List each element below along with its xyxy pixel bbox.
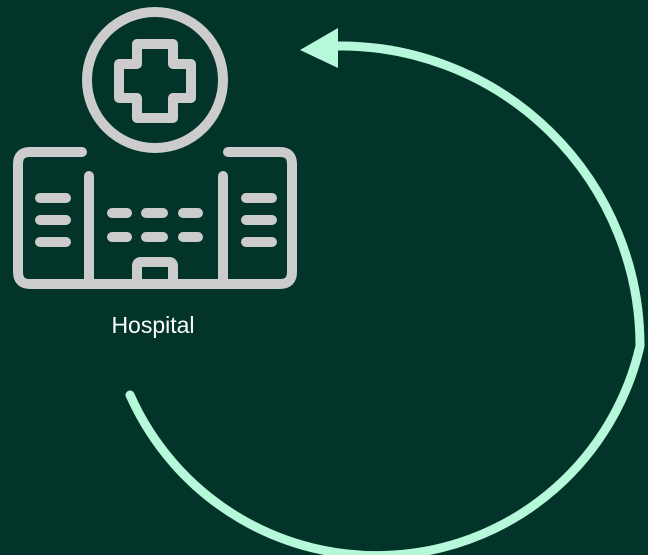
hospital-cross [114,39,196,123]
hospital-icon [13,7,297,289]
hospital-label: Hospital [111,312,195,338]
hospital-building-outline [13,147,297,289]
cycle-arrowhead [300,28,338,68]
hospital-door [132,257,178,287]
cycle-arrow-arc [125,41,645,555]
hospital-sign-circle [82,7,228,153]
